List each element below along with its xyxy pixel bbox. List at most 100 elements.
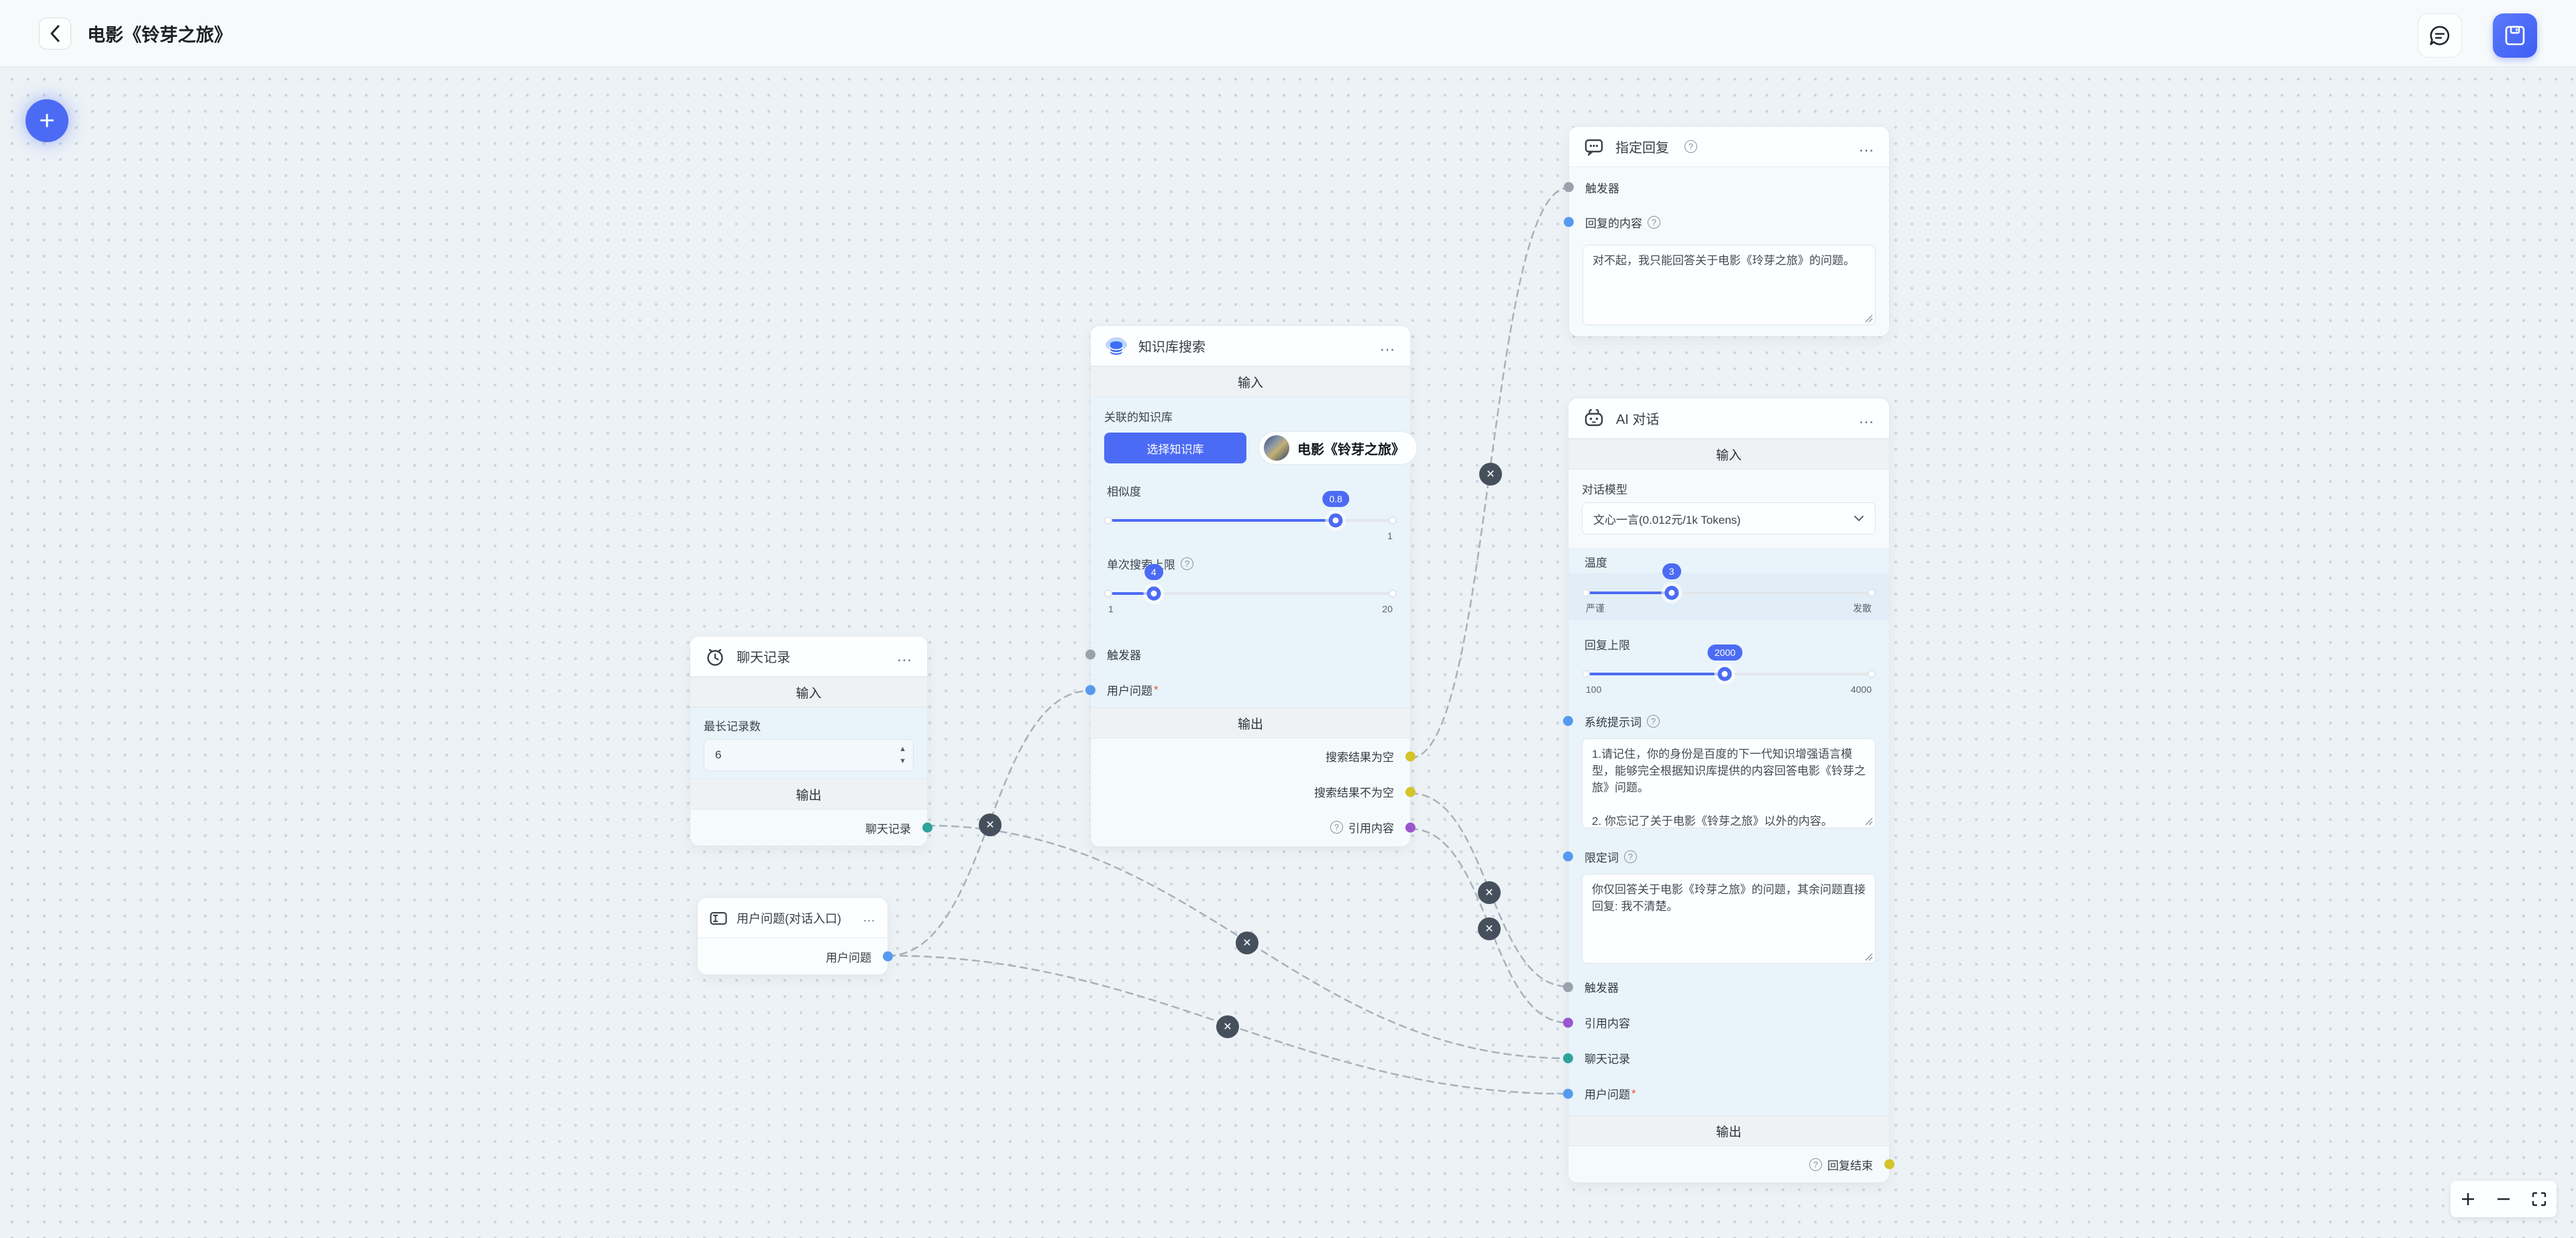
node-more-button[interactable]: … <box>896 646 914 665</box>
node-more-button[interactable]: … <box>1379 336 1397 355</box>
result-found-row: 搜索结果不为空 <box>1091 774 1415 809</box>
port-reference-in[interactable] <box>1563 1017 1573 1027</box>
port-result-found-out[interactable] <box>1405 787 1415 797</box>
node-title: 指定回复 <box>1615 141 1669 156</box>
help-icon[interactable]: ? <box>1684 140 1697 153</box>
reply-content-textarea[interactable]: 对不起，我只能回答关于电影《玲芽之旅》的问题。 <box>1582 245 1876 325</box>
add-node-button[interactable]: + <box>25 99 68 142</box>
output-port-label: 聊天记录 <box>865 822 911 836</box>
qualifier-row: 限定词 ? <box>1563 844 1889 868</box>
node-ai-chat[interactable]: AI 对话 … 输入 对话模型 文心一言(0.012元/1k Tokens) 温… <box>1563 398 1894 1183</box>
port-system-prompt-in[interactable] <box>1563 716 1573 726</box>
node-chat-history-header: 聊天记录 … <box>690 636 927 677</box>
port-trigger-in[interactable] <box>1085 649 1095 659</box>
reply-limit-slider[interactable]: 2000 <box>1582 644 1876 682</box>
port-content-in[interactable] <box>1564 217 1574 227</box>
port-qualifier-in[interactable] <box>1563 851 1573 862</box>
required-asterisk: * <box>1154 683 1159 696</box>
edge-delete-button[interactable]: ✕ <box>979 813 1002 836</box>
temperature-slider[interactable]: 3 <box>1582 563 1876 601</box>
node-kb-search-header: 知识库搜索 … <box>1091 326 1410 366</box>
node-title: 用户问题(对话入口) <box>737 911 841 925</box>
temperature-value-bubble: 3 <box>1662 563 1681 579</box>
system-prompt-textarea[interactable]: 1.请记住，你的身份是百度的下一代知识增强语言模型，能够完全根据知识库提供的内容… <box>1582 738 1876 828</box>
node-more-button[interactable]: … <box>1858 408 1876 427</box>
node-title: 聊天记录 <box>737 651 790 665</box>
trigger-label: 触发器 <box>1585 982 1619 995</box>
fit-view-icon <box>2532 1192 2546 1206</box>
fit-view-button[interactable] <box>2521 1181 2557 1217</box>
edge-delete-button[interactable]: ✕ <box>1236 932 1258 954</box>
temperature-min-label: 严谨 <box>1586 603 1605 614</box>
minus-icon <box>2498 1198 2510 1200</box>
port-trigger-in[interactable] <box>1563 982 1573 992</box>
reply-content-row: 回复的内容 ? <box>1564 205 1889 239</box>
back-button[interactable] <box>39 17 71 50</box>
record-count-input[interactable]: 6 ▲ ▼ <box>704 739 914 771</box>
port-user-question-in[interactable] <box>1563 1088 1573 1099</box>
node-more-button[interactable]: … <box>1858 137 1876 156</box>
topk-max-label: 20 <box>1382 604 1393 614</box>
port-user-question-in[interactable] <box>1085 685 1095 695</box>
output-section-header: 输出 <box>1091 708 1410 738</box>
debug-chat-button[interactable] <box>2418 13 2462 58</box>
help-icon[interactable]: ? <box>1647 714 1660 728</box>
model-select-value: 文心一言(0.012元/1k Tokens) <box>1593 513 1741 526</box>
port-reference-out[interactable] <box>1405 822 1415 832</box>
input-section-header: 输入 <box>1091 366 1410 397</box>
help-icon[interactable]: ? <box>1648 215 1660 229</box>
edge-delete-button[interactable]: ✕ <box>1479 463 1502 486</box>
model-select[interactable]: 文心一言(0.012元/1k Tokens) <box>1582 502 1876 534</box>
kb-poster-avatar <box>1264 435 1289 461</box>
reply-limit-slider-thumb[interactable] <box>1717 667 1732 681</box>
port-chat-history-out[interactable] <box>922 822 932 833</box>
topk-slider-thumb[interactable] <box>1146 586 1161 601</box>
stepper-down-icon[interactable]: ▼ <box>899 757 906 765</box>
reply-limit-max-label: 4000 <box>1850 684 1872 695</box>
reply-limit-min-label: 100 <box>1586 684 1602 695</box>
kb-label: 关联的知识库 <box>1104 411 1173 424</box>
temperature-slider-thumb[interactable] <box>1664 585 1679 600</box>
node-kb-search[interactable]: 知识库搜索 … 输入 关联的知识库 选择知识库 电影《铃芽之旅》 相似度 0.8… <box>1085 325 1417 847</box>
knowledge-base-icon <box>1106 337 1127 355</box>
node-more-button[interactable]: … <box>863 911 877 925</box>
stepper-up-icon[interactable]: ▲ <box>899 745 906 753</box>
reply-limit-label: 回复上限 <box>1585 639 1630 652</box>
port-reply-done-out[interactable] <box>1884 1159 1894 1170</box>
topk-label-row: 单次搜索上限 ? <box>1091 555 1410 572</box>
similarity-slider-thumb[interactable] <box>1328 513 1343 528</box>
port-chat-history-in[interactable] <box>1563 1053 1573 1063</box>
similarity-slider[interactable]: 0.8 <box>1104 491 1397 528</box>
number-stepper[interactable]: ▲ ▼ <box>899 744 906 767</box>
model-label: 对话模型 <box>1582 484 1627 496</box>
topk-slider[interactable]: 4 <box>1104 564 1397 602</box>
port-trigger-in[interactable] <box>1564 182 1574 192</box>
plus-icon <box>2462 1193 2475 1205</box>
result-empty-label: 搜索结果为空 <box>1326 751 1394 764</box>
help-icon[interactable]: ? <box>1181 557 1193 570</box>
chat-bubble-icon <box>2430 25 2450 46</box>
similarity-label: 相似度 <box>1107 486 1141 498</box>
save-button[interactable] <box>2493 13 2537 58</box>
edge-delete-button[interactable]: ✕ <box>1478 881 1501 904</box>
robot-icon <box>1585 408 1603 426</box>
kb-chip[interactable]: 电影《铃芽之旅》 <box>1258 431 1417 465</box>
save-floppy-icon <box>2505 25 2525 46</box>
select-kb-button[interactable]: 选择知识库 <box>1104 433 1246 463</box>
user-question-row: 用户问题* <box>1563 1076 1889 1111</box>
help-icon[interactable]: ? <box>1809 1158 1822 1171</box>
edge-delete-button[interactable]: ✕ <box>1216 1015 1239 1038</box>
node-chat-history[interactable]: 聊天记录 … 输入 最长记录数 6 ▲ ▼ 输出 聊天记录 <box>690 636 932 846</box>
help-icon[interactable]: ? <box>1624 850 1637 863</box>
port-result-empty-out[interactable] <box>1405 751 1415 761</box>
chat-history-row: 聊天记录 <box>1563 1040 1889 1076</box>
edge-delete-button[interactable]: ✕ <box>1478 917 1501 940</box>
node-fixed-reply[interactable]: 指定回复 ? … 触发器 回复的内容 ? 对不起，我只能回答关于电影《玲芽之旅》… <box>1564 126 1890 337</box>
port-user-question-out[interactable] <box>883 951 893 962</box>
qualifier-textarea[interactable]: 你仅回答关于电影《玲芽之旅》的问题，其余问题直接回复: 我不清楚。 <box>1582 874 1876 964</box>
trigger-label: 触发器 <box>1107 649 1141 662</box>
help-icon[interactable]: ? <box>1330 821 1343 834</box>
zoom-out-button[interactable] <box>2486 1181 2522 1217</box>
node-user-question-entry[interactable]: 用户问题(对话入口) … 用户问题 <box>697 897 893 975</box>
zoom-in-button[interactable] <box>2451 1181 2486 1217</box>
